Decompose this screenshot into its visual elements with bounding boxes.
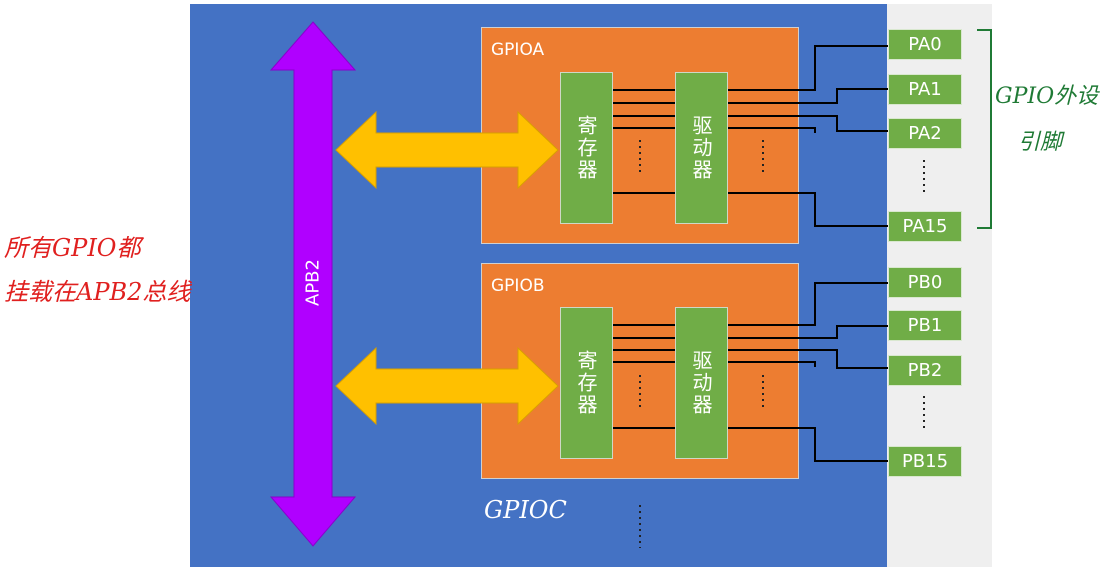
pin-pb0: PB0 [888,267,962,298]
pin-pa2: PA2 [888,118,962,149]
right-annotation-line1: GPIO外设 [995,84,1099,109]
gpiob-label: GPIOB [491,276,545,296]
gpioa-data-arrow [335,110,559,190]
pin-pb1: PB1 [888,310,962,341]
pin-pa0: PA0 [888,29,962,60]
gpiob-driver: 驱动器 [675,307,728,459]
apb2-bus-arrow [269,21,357,547]
gpioa-pin-lines [728,45,888,227]
gpiob-register: 寄存器 [560,307,613,459]
gpioc-label: GPIOC [484,496,567,524]
gpiob-pin-lines [728,282,888,462]
right-annotation-line2: 引脚 [1018,130,1063,155]
gpioa-label: GPIOA [491,40,545,60]
gpiob-data-arrow [335,346,559,426]
gpioa-internal-lines [613,89,675,194]
left-annotation-line2: 挂载在APB2总线 [4,278,191,306]
pin-pb15: PB15 [888,446,962,477]
pin-pa15: PA15 [888,211,962,242]
apb2-label: APB2 [302,259,324,306]
gpiob-internal-lines [613,324,675,429]
ellipsis-dots [639,140,925,548]
pin-pa1: PA1 [888,74,962,105]
pin-pb2: PB2 [888,355,962,386]
pin-group-bracket [977,29,992,229]
gpioa-register: 寄存器 [560,72,613,224]
gpioa-driver: 驱动器 [675,72,728,224]
left-annotation-line1: 所有GPIO都 [4,234,141,262]
